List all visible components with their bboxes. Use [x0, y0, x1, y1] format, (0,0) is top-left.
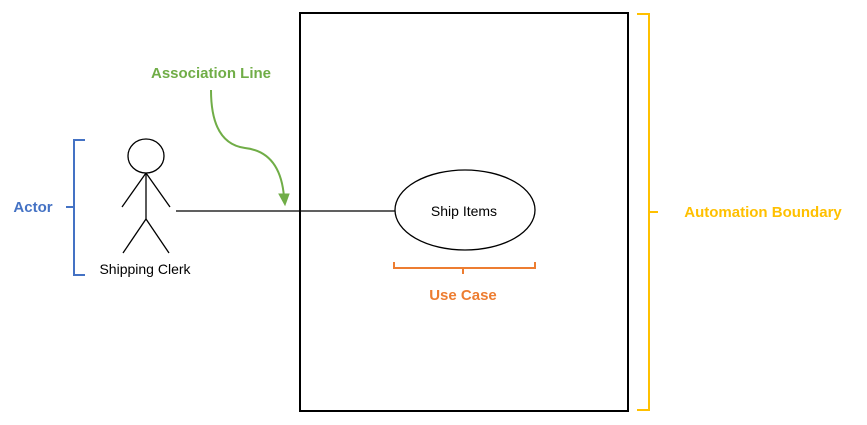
use-case-ellipse	[394, 169, 536, 251]
association-pointer-arrowhead	[278, 193, 290, 207]
actor-bracket	[66, 139, 85, 276]
actor-name: Shipping Clerk	[99, 261, 191, 277]
automation-boundary-annotation: Automation Boundary	[684, 204, 842, 221]
use-case-bracket	[393, 262, 536, 274]
actor-left-leg	[122, 218, 147, 254]
use-case-annotation: Use Case	[429, 287, 497, 304]
actor-left-arm	[121, 172, 147, 208]
actor-stick-figure	[121, 138, 171, 254]
actor-head	[127, 138, 165, 174]
actor-right-arm	[145, 172, 171, 208]
use-case-name: Ship Items	[431, 203, 497, 219]
boundary-bracket	[637, 13, 658, 411]
system-boundary-box	[299, 12, 629, 412]
association-pointer-curve	[210, 89, 285, 198]
association-line-annotation: Association Line	[151, 65, 271, 82]
actor-annotation: Actor	[13, 199, 52, 216]
actor-right-leg	[145, 218, 170, 254]
